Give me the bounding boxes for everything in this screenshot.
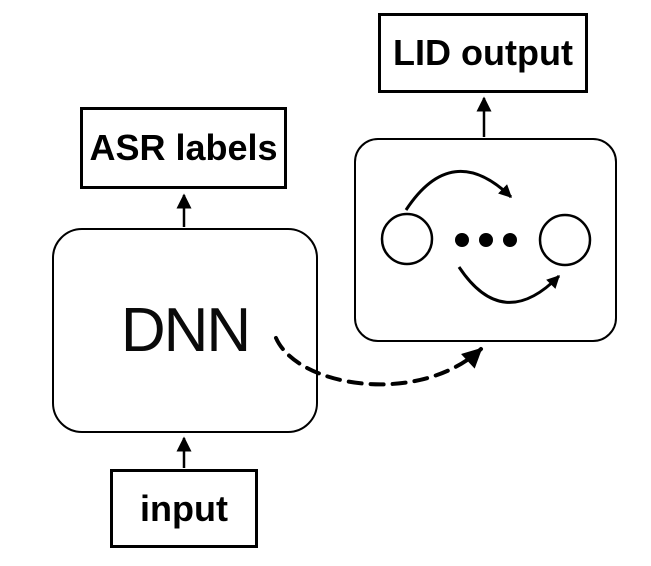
dnn-box: DNN (52, 228, 318, 433)
lid-output-box: LID output (378, 13, 588, 93)
input-box: input (110, 469, 258, 548)
input-label: input (140, 487, 228, 529)
asr-labels-label: ASR labels (89, 127, 278, 168)
recurrent-layer-box (354, 138, 617, 342)
lid-output-label: LID output (393, 32, 573, 73)
dnn-label: DNN (120, 296, 251, 365)
asr-labels-box: ASR labels (80, 107, 287, 189)
